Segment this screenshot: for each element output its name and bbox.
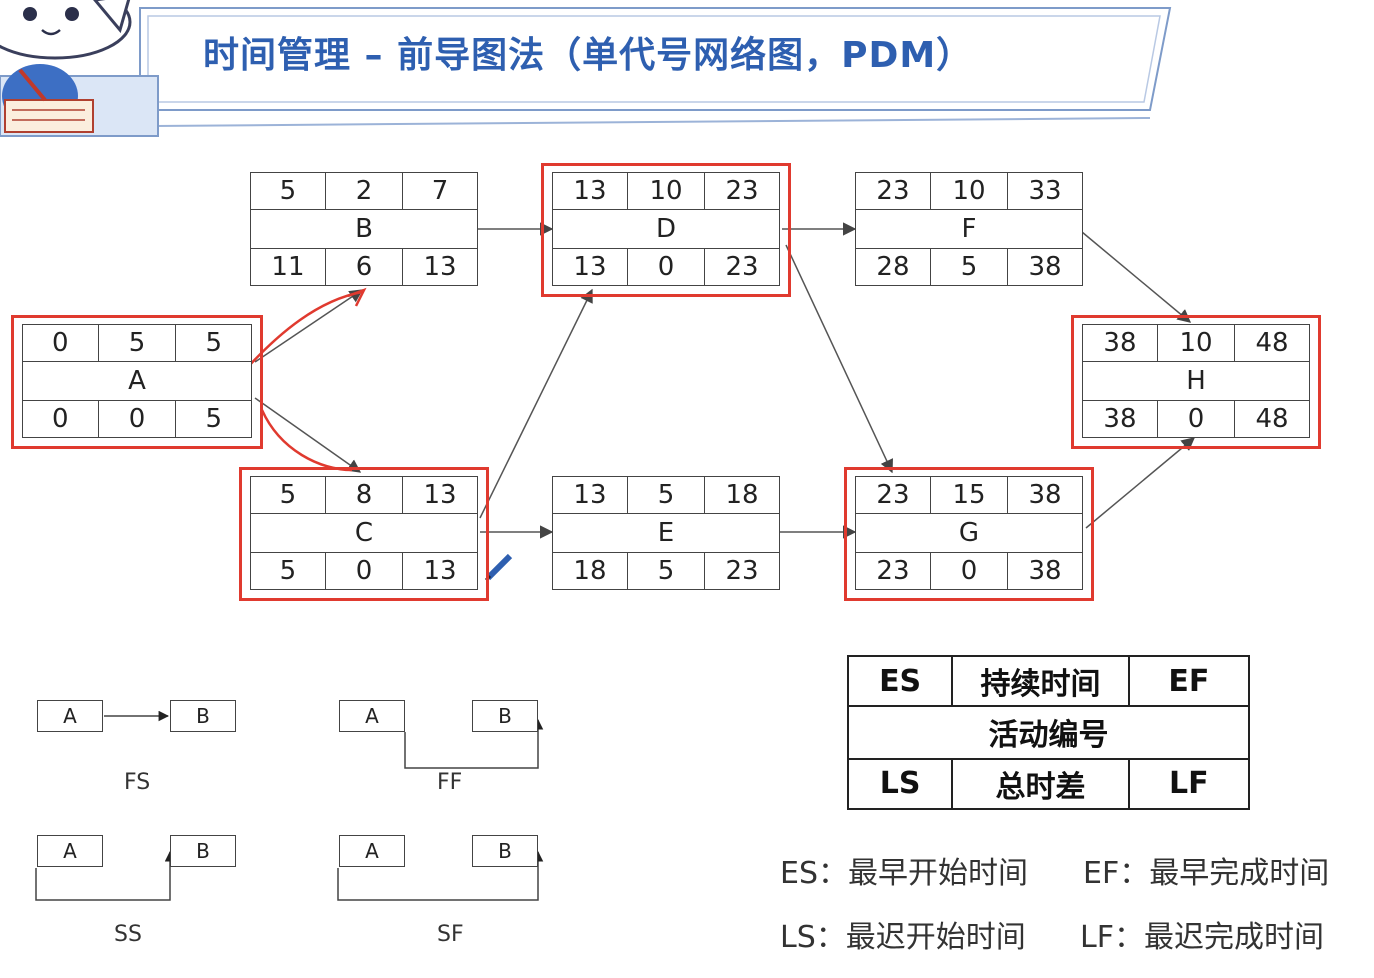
- ss-label: SS: [114, 922, 142, 947]
- ss-box-b: B: [170, 835, 236, 867]
- node-float: 0: [324, 551, 404, 591]
- node-ls: 0: [22, 399, 99, 439]
- relation-connectors: [35, 710, 544, 901]
- node-duration: 10: [929, 171, 1009, 211]
- arrow-g-h: [1085, 437, 1196, 529]
- node-id: E: [552, 513, 780, 553]
- node-lf: 38: [1007, 551, 1083, 591]
- node-es: 5: [250, 475, 326, 515]
- node-lf: 13: [402, 551, 478, 591]
- node-es: 0: [22, 323, 99, 363]
- pencil-icon: [484, 553, 513, 582]
- sf-label: SF: [437, 922, 464, 947]
- node-ls: 5: [250, 551, 326, 591]
- node-id: A: [22, 361, 252, 401]
- node-ef: 7: [402, 171, 478, 211]
- def-lf: LF：最迟完成时间: [1080, 920, 1324, 955]
- ff-label: FF: [437, 770, 463, 795]
- node-ls: 28: [855, 247, 931, 287]
- node-duration: 8: [324, 475, 404, 515]
- node-ls: 18: [552, 551, 628, 591]
- node-float: 6: [324, 247, 404, 287]
- fs-box-b: B: [170, 700, 236, 732]
- node-es: 23: [855, 475, 931, 515]
- def-ls: LS：最迟开始时间: [780, 920, 1026, 955]
- node-es: 38: [1082, 323, 1158, 363]
- legend-lf: LF: [1127, 757, 1251, 810]
- node-ef: 48: [1234, 323, 1310, 363]
- node-duration: 10: [626, 171, 706, 211]
- node-id: B: [250, 209, 478, 249]
- node-float: 0: [929, 551, 1009, 591]
- node-ef: 23: [704, 171, 780, 211]
- legend-ls: LS: [846, 757, 954, 810]
- node-lf: 23: [704, 247, 780, 287]
- node-duration: 5: [626, 475, 706, 515]
- node-float: 5: [929, 247, 1009, 287]
- node-duration: 10: [1156, 323, 1236, 363]
- node-es: 13: [552, 475, 628, 515]
- node-id: F: [855, 209, 1083, 249]
- node-ef: 13: [402, 475, 478, 515]
- node-ls: 13: [552, 247, 628, 287]
- node-ls: 38: [1082, 399, 1158, 439]
- ff-box-a: A: [339, 700, 405, 732]
- node-es: 5: [250, 171, 326, 211]
- node-ef: 5: [175, 323, 252, 363]
- legend-activity: 活动编号: [847, 705, 1250, 760]
- node-id: C: [250, 513, 478, 553]
- arrow-a-c: [254, 397, 362, 473]
- sf-box-b: B: [472, 835, 538, 867]
- node-lf: 13: [402, 247, 478, 287]
- ff-box-b: B: [472, 700, 538, 732]
- def-es: ES：最早开始时间: [780, 856, 1028, 891]
- arrow-c-d: [479, 288, 593, 519]
- node-duration: 15: [929, 475, 1009, 515]
- node-id: H: [1082, 361, 1310, 401]
- arrow-f-h: [1081, 231, 1192, 323]
- node-float: 0: [97, 399, 177, 439]
- node-ls: 23: [855, 551, 931, 591]
- node-duration: 2: [324, 171, 404, 211]
- node-id: D: [552, 209, 780, 249]
- ss-box-a: A: [37, 835, 103, 867]
- legend-float: 总时差: [951, 757, 1130, 810]
- legend-duration: 持续时间: [951, 654, 1130, 708]
- def-ef: EF：最早完成时间: [1083, 856, 1330, 891]
- node-id: G: [855, 513, 1083, 553]
- node-ef: 38: [1007, 475, 1083, 515]
- node-es: 23: [855, 171, 931, 211]
- legend-ef: EF: [1127, 654, 1251, 708]
- fs-box-a: A: [37, 700, 103, 732]
- node-float: 5: [626, 551, 706, 591]
- cat-mascot-icon: [0, 0, 159, 137]
- arrow-d-g: [785, 244, 893, 474]
- legend-table: ES 持续时间 EF 活动编号 LS 总时差 LF: [846, 654, 1251, 810]
- node-float: 0: [1156, 399, 1236, 439]
- node-float: 0: [626, 247, 706, 287]
- node-es: 13: [552, 171, 628, 211]
- node-ls: 11: [250, 247, 326, 287]
- page-title: 时间管理 – 前导图法（单代号网络图，PDM）: [203, 35, 974, 76]
- node-duration: 5: [97, 323, 177, 363]
- legend-es: ES: [846, 654, 954, 708]
- node-lf: 48: [1234, 399, 1310, 439]
- sf-box-a: A: [339, 835, 405, 867]
- node-ef: 33: [1007, 171, 1083, 211]
- arrow-a-b: [254, 289, 364, 363]
- node-ef: 18: [704, 475, 780, 515]
- node-lf: 38: [1007, 247, 1083, 287]
- fs-label: FS: [124, 770, 151, 795]
- node-lf: 5: [175, 399, 252, 439]
- node-lf: 23: [704, 551, 780, 591]
- title-banner: [0, 0, 1172, 137]
